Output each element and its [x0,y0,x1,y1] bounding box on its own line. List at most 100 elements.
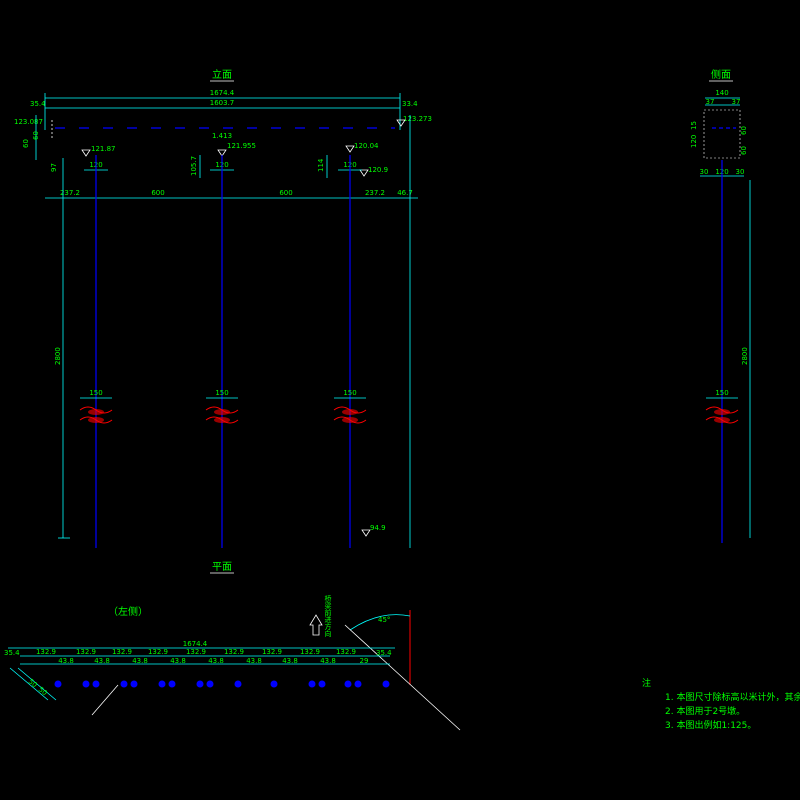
dim-right-overhang: 33.4 [402,100,418,108]
note-item: 3. 本图出例如1:125。 [665,719,756,731]
direction-label: 桥梁前进方向 [324,594,332,637]
pile-dot [318,680,326,688]
pile-dot [130,680,138,688]
bottom-elev: 94.9 [370,524,386,532]
dim-left-small-2: 60 [32,131,40,140]
angle-arc [349,614,411,631]
side-bottom-left: 30 [700,168,709,176]
dim-left-height: 97 [50,163,58,172]
pile-dot [168,680,176,688]
plan-seg: 132.9 [76,648,96,656]
side-right-b: 60 [740,146,748,155]
plan-seg: 132.9 [36,648,56,656]
skew-line-right [344,624,461,731]
pile-dot [354,680,362,688]
pile-dia-3: 150 [343,389,356,397]
pile-dot [344,680,352,688]
pile-dot [82,680,90,688]
plan-subseg: 43.8 [208,657,224,665]
elev-mid-tag: 1.413 [212,132,232,140]
side-top-width: 140 [715,89,728,97]
pier2-h: 105.7 [190,156,198,176]
pile-dot [308,680,316,688]
notes-heading: 注 [642,677,651,689]
plan-subseg: 43.8 [94,657,110,665]
side-bottom-right: 30 [736,168,745,176]
skew-label-1: 50 [27,677,39,689]
side-column-height: 2800 [741,347,749,365]
plan-subseg: 43.8 [170,657,186,665]
elevation-view: 立面 1674.4 1603.7 35.4 33.4 123.087 123.2… [14,68,432,548]
note-item: 2. 本图用于2号墩。 [665,705,745,717]
break-symbol-2 [205,406,239,424]
elev-marker-right [396,119,406,127]
elev-left: 123.087 [14,118,43,126]
side-title: 侧面 [711,68,731,81]
elev-marker-p2 [217,149,227,157]
note-item: 1. 本图尺寸除标高以米计外，其余均以厘米计。 [665,691,800,703]
span-left-end: 237.2 [60,189,80,197]
plan-subseg: 29 [360,657,369,665]
pile-dot [270,680,278,688]
dim-overall: 1674.4 [210,89,235,97]
plan-piles [54,680,390,688]
pile-dot [158,680,166,688]
plan-subseg: 43.8 [58,657,74,665]
plan-seg: 132.9 [262,648,282,656]
side-pile-dia: 150 [715,389,728,397]
skew-label-2: 50 [37,685,49,697]
side-break-symbol [705,406,739,424]
elev-pier3: 120.04 [354,142,379,150]
notes-block: 注 1. 本图尺寸除标高以米计外，其余均以厘米计。 2. 本图用于2号墩。 3.… [642,677,800,731]
plan-left-label: （左侧） [108,605,148,618]
pile-dot [92,680,100,688]
side-left-a: 15 [690,121,698,130]
elev-marker-p3b [359,169,369,177]
pier3-h: 114 [317,158,325,172]
plan-seg: 132.9 [186,648,206,656]
dim-left-small: 60 [22,139,30,148]
dim-inner: 1603.7 [210,99,235,107]
plan-subseg: 43.8 [132,657,148,665]
span-1: 600 [151,189,164,197]
direction-arrow-icon [309,614,323,636]
skew-angle: 45° [378,616,390,624]
dim-left-overhang: 35.4 [30,100,46,108]
plan-title: 平面 [212,562,232,573]
plan-left-end: 35.4 [4,649,20,657]
plan-seg: 132.9 [336,648,356,656]
elev-marker-p3 [345,145,355,153]
side-left-b: 120 [690,135,698,148]
skew-dim-line-left-2 [17,667,57,701]
plan-right-end: 35.4 [376,649,392,657]
plan-seg: 132.9 [148,648,168,656]
span-right-end: 237.2 [365,189,385,197]
elev-right: 123.273 [403,115,432,123]
skew-line-left [91,684,119,716]
side-view: 侧面 140 37 37 15 120 60 60 30 120 30 2800… [690,68,751,543]
pile-dot [120,680,128,688]
side-top-sub-right: 37 [732,98,741,106]
elev-pier1: 121.87 [91,145,116,153]
span-right-tail: 46.7 [397,189,413,197]
column-height: 2800 [54,347,62,365]
bottom-elev-marker [361,529,371,537]
pile-dot [196,680,204,688]
span-2: 600 [279,189,292,197]
plan-seg: 132.9 [300,648,320,656]
plan-subseg: 43.8 [246,657,262,665]
pile-dot [234,680,242,688]
pile-dot [382,680,390,688]
elevation-title: 立面 [212,68,232,81]
pile-dia-2: 150 [215,389,228,397]
side-top-sub-left: 37 [706,98,715,106]
plan-subseg: 43.8 [320,657,336,665]
plan-subseg: 43.8 [282,657,298,665]
pile-dot [206,680,214,688]
plan-overall: 1674.4 [183,640,208,648]
plan-seg: 132.9 [112,648,132,656]
side-cap-outline [703,109,741,159]
break-symbol-1 [79,406,113,424]
break-symbol-3 [333,406,367,424]
